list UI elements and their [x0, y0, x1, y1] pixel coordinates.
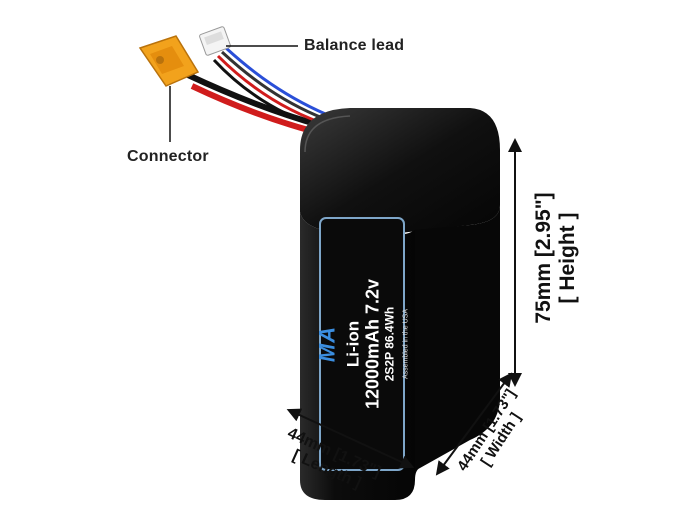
length-arrow	[286, 408, 415, 469]
assembled-text: Assembled in the USA	[402, 308, 410, 380]
chemistry-text: Li-ion	[343, 320, 363, 368]
callout-lines	[169, 45, 298, 142]
xt-connector	[138, 35, 200, 87]
balance-lead-label: Balance lead	[304, 37, 405, 54]
capacity-voltage-text: 12000mAh 7.2v	[362, 278, 383, 410]
config-energy-text: 2S2P 86.4Wh	[382, 306, 397, 382]
height-label: [ Height ]	[556, 212, 579, 304]
height-value: 75mm [2.95"]	[531, 192, 555, 324]
brand-logo: MA	[314, 325, 340, 363]
balance-plug	[199, 26, 231, 56]
width-arrow	[435, 372, 513, 476]
connector-label: Connector	[127, 148, 209, 165]
